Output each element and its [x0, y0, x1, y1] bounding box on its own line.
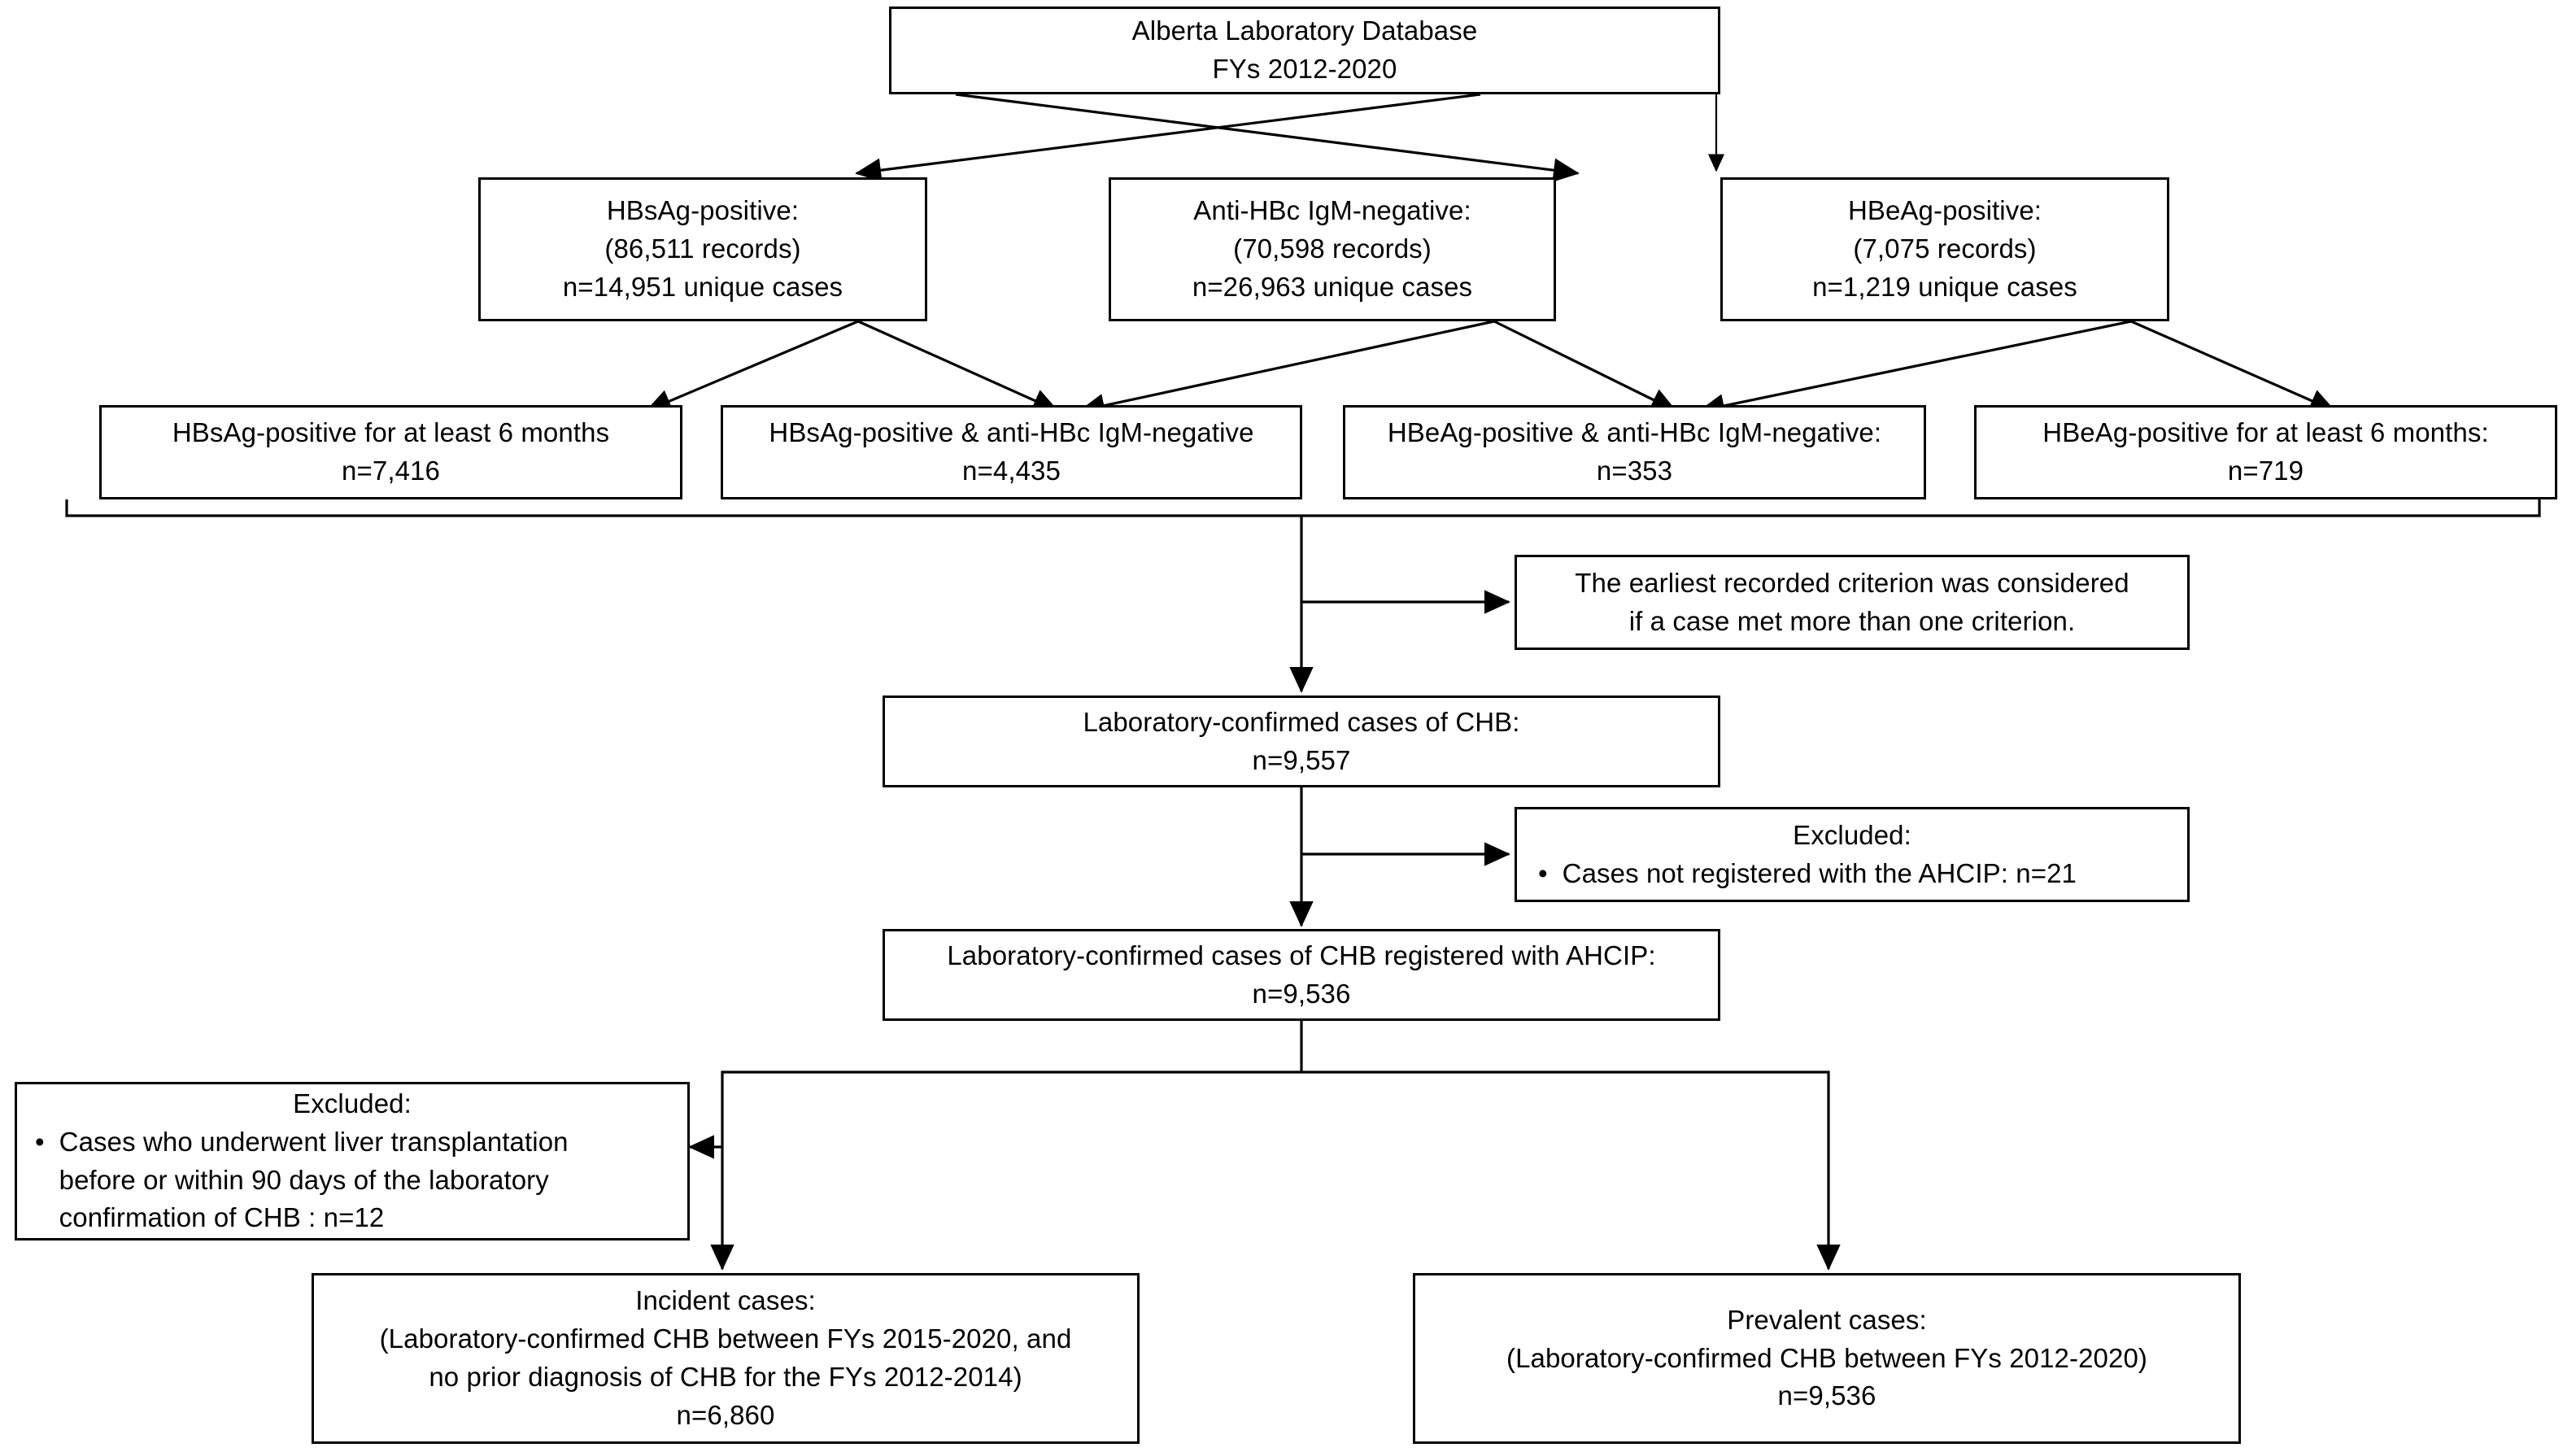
edge-hbeag-to-crit3 — [1698, 320, 2132, 418]
lab-confirmed-ahcip-line-2: n=9,536 — [1252, 978, 1351, 1009]
source-line-1: Alberta Laboratory Database — [1131, 15, 1478, 46]
criterion2-line-2: n=4,435 — [962, 456, 1061, 486]
hbsag-line-2: (86,511 records) — [604, 233, 801, 264]
lab-confirmed-line-2: n=9,557 — [1252, 744, 1351, 775]
node-hbeag-positive: HBeAg-positive: (7,075 records) n=1,219 … — [1720, 177, 2169, 321]
hbsag-line-1: HBsAg-positive: — [606, 195, 800, 226]
prevalent-line-1: Prevalent cases: — [1727, 1304, 1927, 1335]
excluded-transplant-bullet-1: Cases who underwent liver transplantatio… — [59, 1123, 669, 1238]
node-criterion-hbsag-6months: HBsAg-positive for at least 6 months n=7… — [99, 405, 682, 499]
node-criterion-hbsag-and-antihbc: HBsAg-positive & anti-HBc IgM-negative n… — [721, 405, 1302, 499]
antihbc-line-2: (70,598 records) — [1233, 233, 1432, 264]
prevalent-line-2: (Laboratory-confirmed CHB between FYs 20… — [1506, 1342, 2148, 1373]
node-excluded-not-registered-ahcip: Excluded: • Cases not registered with th… — [1515, 807, 2190, 902]
excluded-transplant-bullet-1-line-1: Cases who underwent liver transplantatio… — [59, 1126, 569, 1157]
hbeag-line-2: (7,075 records) — [1853, 233, 2037, 264]
incident-line-4: n=6,860 — [676, 1399, 775, 1430]
edge-hbsag-to-crit1 — [645, 320, 859, 412]
criterion4-line-1: HBeAg-positive for at least 6 months: — [2042, 417, 2489, 448]
excluded-ahcip-bullet-row: • Cases not registered with the AHCIP: n… — [1538, 855, 2166, 893]
source-line-2: FYs 2012-2020 — [1212, 54, 1397, 84]
excluded-transplant-bullet-1-line-2: before or within 90 days of the laborato… — [59, 1164, 549, 1195]
edge-antihbc-to-crit3 — [1493, 320, 1677, 412]
hbeag-line-1: HBeAg-positive: — [1847, 195, 2042, 226]
excluded-transplant-title: Excluded: — [293, 1088, 412, 1118]
node-criterion-hbeag-6months: HBeAg-positive for at least 6 months: n=… — [1974, 405, 2557, 499]
node-anti-hbc-igm-negative: Anti-HBc IgM-negative: (70,598 records) … — [1109, 177, 1556, 321]
note-line-1: The earliest recorded criterion was cons… — [1575, 567, 2129, 598]
edge-source-to-hbsag — [855, 93, 1481, 182]
criterion4-line-2: n=719 — [2227, 456, 2304, 486]
criterion1-line-2: n=7,416 — [342, 456, 440, 486]
node-criterion-hbeag-and-antihbc: HBeAg-positive & anti-HBc IgM-negative: … — [1343, 405, 1926, 499]
node-excluded-liver-transplantation: Excluded: • Cases who underwent liver tr… — [15, 1082, 690, 1241]
antihbc-line-1: Anti-HBc IgM-negative: — [1193, 195, 1471, 226]
excluded-transplant-bullet-1-line-3: confirmation of CHB : n=12 — [59, 1202, 385, 1233]
node-hbsag-positive: HBsAg-positive: (86,511 records) n=14,95… — [478, 177, 927, 321]
lab-confirmed-ahcip-line-1: Laboratory-confirmed cases of CHB regist… — [947, 940, 1656, 970]
incident-line-3: no prior diagnosis of CHB for the FYs 20… — [429, 1362, 1022, 1392]
criterion3-line-2: n=353 — [1596, 456, 1673, 486]
bullet-icon: • — [35, 1126, 45, 1157]
excluded-ahcip-bullet-1: Cases not registered with the AHCIP: n=2… — [1562, 857, 2077, 888]
note-line-2: if a case met more than one criterion. — [1628, 605, 2076, 636]
edge-ahcip-bus — [710, 1015, 1303, 1271]
incident-line-2: (Laboratory-confirmed CHB between FYs 20… — [379, 1323, 1072, 1354]
edge-hbeag-to-crit4 — [2130, 320, 2336, 412]
edge-antihbc-to-crit2 — [1079, 320, 1495, 418]
criterion3-line-1: HBeAg-positive & anti-HBc IgM-negative: — [1387, 417, 1882, 448]
edge-source-to-hbeag — [955, 93, 1580, 182]
lab-confirmed-line-1: Laboratory-confirmed cases of CHB: — [1083, 706, 1520, 737]
node-incident-cases: Incident cases: (Laboratory-confirmed CH… — [312, 1273, 1140, 1444]
edge-hbsag-to-crit2 — [857, 320, 1059, 412]
hbeag-line-3: n=1,219 unique cases — [1812, 271, 2077, 302]
criterion2-line-1: HBsAg-positive & anti-HBc IgM-negative — [769, 417, 1254, 448]
bracket-criteria-merge — [65, 499, 2541, 517]
criterion1-line-1: HBsAg-positive for at least 6 months — [172, 417, 610, 448]
hbsag-line-3: n=14,951 unique cases — [562, 271, 843, 302]
node-source-database: Alberta Laboratory Database FYs 2012-202… — [889, 7, 1720, 94]
excluded-transplant-bullet-row: • Cases who underwent liver transplantat… — [35, 1123, 669, 1238]
node-lab-confirmed-chb: Laboratory-confirmed cases of CHB: n=9,5… — [883, 695, 1720, 787]
node-earliest-criterion-note: The earliest recorded criterion was cons… — [1515, 555, 2190, 650]
excluded-ahcip-title: Excluded: — [1793, 819, 1911, 850]
incident-line-1: Incident cases: — [635, 1285, 816, 1316]
node-prevalent-cases: Prevalent cases: (Laboratory-confirmed C… — [1413, 1273, 2241, 1444]
prevalent-line-3: n=9,536 — [1777, 1380, 1876, 1411]
node-lab-confirmed-chb-ahcip: Laboratory-confirmed cases of CHB regist… — [883, 929, 1720, 1021]
edge-ahcip-bus-right — [1301, 1070, 1841, 1271]
bullet-icon: • — [1538, 857, 1548, 888]
antihbc-line-3: n=26,963 unique cases — [1192, 271, 1473, 302]
